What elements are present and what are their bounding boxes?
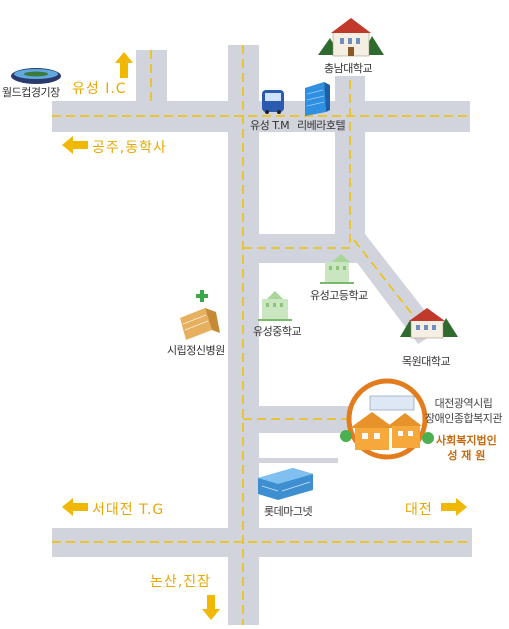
label-yuseong-middle: 유성중학교 xyxy=(253,325,302,338)
direction-yuseong-ic: 유성 I.C xyxy=(72,81,127,97)
label-yuseong-terminal: 유성 T.M xyxy=(250,119,290,132)
school-building-icon xyxy=(258,291,292,321)
direction-nonsan: 논산,진잠 xyxy=(150,574,211,590)
hotel-building-icon xyxy=(305,82,330,116)
school-building-icon xyxy=(320,254,354,284)
welfare-center-icon xyxy=(340,378,434,460)
hospital-icon xyxy=(180,290,220,340)
arrow-down-icon xyxy=(202,595,220,620)
road-inner-vertical xyxy=(245,160,255,250)
arrow-left-icon xyxy=(62,136,88,154)
destination-org: 사회복지법인 성 재 원 xyxy=(436,433,497,463)
label-yuseong-high: 유성고등학교 xyxy=(310,289,368,302)
direction-daejeon: 대전 xyxy=(405,502,433,518)
city-blocks xyxy=(259,160,335,234)
destination-org-line1: 사회복지법인 xyxy=(436,434,497,447)
label-city-hospital: 시립정신병원 xyxy=(167,344,225,357)
destination-title-line2: 장애인종합복지관 xyxy=(425,412,502,425)
block-inner-a xyxy=(259,160,335,234)
road-center-lines xyxy=(52,45,472,625)
destination-title-line1: 대전광역시립 xyxy=(434,397,493,410)
stadium-icon xyxy=(11,68,61,84)
road-top-horizontal xyxy=(52,101,470,132)
direction-gongju: 공주,동학사 xyxy=(92,140,167,156)
label-world-cup-stadium: 월드컵경기장 xyxy=(2,86,60,99)
direction-seodaejeon: 서대전 T.G xyxy=(92,502,165,518)
arrow-right-icon xyxy=(441,498,467,516)
label-mokwon-univ: 목원대학교 xyxy=(402,355,451,368)
arrow-left-icon xyxy=(62,498,88,516)
arrow-up-icon xyxy=(115,52,133,78)
destination-org-line2: 성 재 원 xyxy=(447,449,486,462)
road-lower-stub xyxy=(228,458,338,463)
university-building-icon xyxy=(400,308,458,339)
label-lotte-mart: 롯데마그넷 xyxy=(264,505,313,518)
bus-icon xyxy=(262,90,284,114)
destination-title: 대전광역시립 장애인종합복지관 xyxy=(425,396,502,426)
label-riviera-hotel: 리베라호텔 xyxy=(297,119,346,132)
mart-building-icon xyxy=(258,468,313,500)
label-chungnam-univ: 충남대학교 xyxy=(324,62,373,75)
university-building-icon xyxy=(318,18,384,57)
